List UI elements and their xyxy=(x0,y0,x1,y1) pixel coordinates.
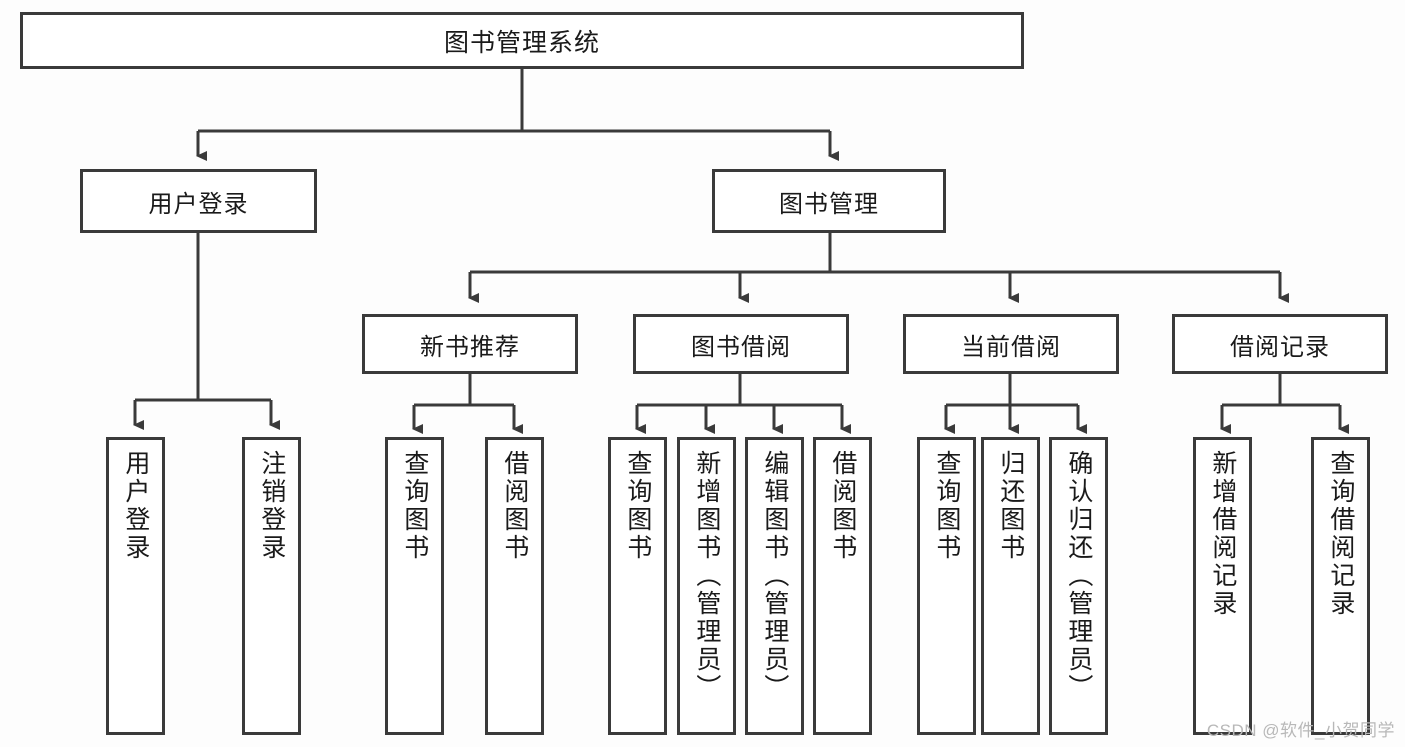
node-label: 用户登录 xyxy=(121,450,150,562)
node-label: 查询图书 xyxy=(400,450,429,562)
node-label: 借阅图书 xyxy=(828,450,857,562)
node-label: 借阅图书 xyxy=(500,450,529,562)
leaf-user-login[interactable]: 用户登录 xyxy=(106,437,165,735)
node-label: 归还图书 xyxy=(996,450,1025,562)
node-borrow-record[interactable]: 借阅记录 xyxy=(1172,314,1388,374)
leaf-borrow-add-book[interactable]: 新增图书（管理员） xyxy=(677,437,736,735)
node-label: 新增借阅记录 xyxy=(1208,450,1237,618)
node-label: 查询借阅记录 xyxy=(1326,450,1355,618)
leaf-recommend-borrow-book[interactable]: 借阅图书 xyxy=(485,437,544,735)
node-root-system[interactable]: 图书管理系统 xyxy=(20,12,1024,69)
leaf-record-add[interactable]: 新增借阅记录 xyxy=(1193,437,1252,735)
leaf-current-query-book[interactable]: 查询图书 xyxy=(917,437,976,735)
node-label: 新书推荐 xyxy=(420,333,520,361)
node-label: 借阅记录 xyxy=(1230,333,1330,361)
leaf-current-return-book[interactable]: 归还图书 xyxy=(981,437,1040,735)
node-label: 查询图书 xyxy=(932,450,961,562)
node-book-management[interactable]: 图书管理 xyxy=(712,169,946,233)
leaf-record-query[interactable]: 查询借阅记录 xyxy=(1311,437,1370,735)
node-label: 当前借阅 xyxy=(961,333,1061,361)
node-label: 用户登录 xyxy=(148,190,249,218)
node-new-book-recommend[interactable]: 新书推荐 xyxy=(362,314,578,374)
leaf-current-confirm-return[interactable]: 确认归还（管理员） xyxy=(1049,437,1108,735)
leaf-borrow-edit-book[interactable]: 编辑图书（管理员） xyxy=(745,437,804,735)
node-label: 图书管理系统 xyxy=(443,28,600,57)
node-book-borrow[interactable]: 图书借阅 xyxy=(633,314,849,374)
node-label: 查询图书 xyxy=(623,450,652,562)
leaf-borrow-borrow-book[interactable]: 借阅图书 xyxy=(813,437,872,735)
leaf-user-logout[interactable]: 注销登录 xyxy=(242,437,301,735)
node-label: 新增图书（管理员） xyxy=(692,450,721,702)
node-user-login[interactable]: 用户登录 xyxy=(80,169,317,233)
node-label: 确认归还（管理员） xyxy=(1064,450,1093,702)
leaf-borrow-query-book[interactable]: 查询图书 xyxy=(608,437,667,735)
node-label: 图书借阅 xyxy=(691,333,791,361)
leaf-recommend-query-book[interactable]: 查询图书 xyxy=(385,437,444,735)
node-current-borrow[interactable]: 当前借阅 xyxy=(903,314,1119,374)
watermark: CSDN @软件_小贺同学 xyxy=(1206,721,1395,740)
node-label: 图书管理 xyxy=(779,190,879,218)
node-label: 编辑图书（管理员） xyxy=(760,450,789,702)
node-label: 注销登录 xyxy=(257,450,286,562)
